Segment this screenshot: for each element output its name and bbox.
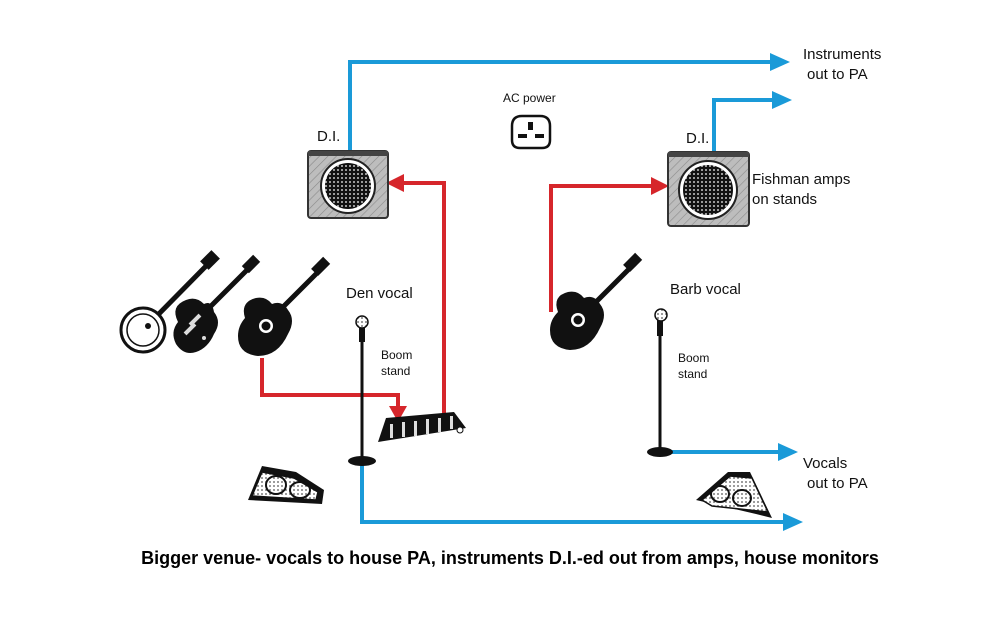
cable-guitar-to-pedalboard [260, 358, 400, 408]
arrowhead-vocals-barb [778, 443, 798, 461]
left-di-label: D.I. [317, 128, 341, 145]
arrowhead-instruments-right [772, 91, 792, 109]
electric-guitar-icon [173, 254, 261, 353]
cable-right-di-to-pa [712, 98, 772, 155]
right-di-label: D.I. [686, 130, 710, 147]
cable-den-vocal-to-pa [360, 464, 783, 524]
barb-microphone-icon [647, 308, 673, 457]
acoustic-guitar-icon [238, 256, 331, 356]
barb-vocal-label: Barb vocal [670, 281, 741, 298]
pedalboard-icon [378, 412, 466, 442]
left-floor-monitor-icon [248, 466, 324, 504]
den-vocal-label: Den vocal [346, 285, 413, 302]
instrument-cables [260, 174, 669, 422]
arrowhead-vocals-den [783, 513, 803, 531]
right-floor-monitor-icon [696, 472, 772, 518]
left-boom-stand-label: Boom stand [381, 348, 413, 378]
barb-acoustic-guitar-icon [550, 252, 643, 350]
left-amp-icon [307, 150, 389, 219]
arrowhead-right-amp [651, 177, 669, 195]
vocals-out-label: Vocals out to PA [803, 455, 868, 492]
right-boom-stand-label: Boom stand [678, 351, 710, 381]
cable-pedalboard-to-left-amp [403, 181, 446, 420]
banjo-icon [119, 250, 220, 354]
pa-cables [348, 53, 803, 531]
arrowhead-instruments-left [770, 53, 790, 71]
ac-power-label: AC power [503, 91, 556, 105]
fishman-amps-label: Fishman amps on stands [752, 171, 851, 208]
cable-barb-guitar-to-right-amp [549, 184, 652, 312]
right-amp-icon [667, 151, 750, 227]
diagram-caption: Bigger venue- vocals to house PA, instru… [141, 548, 879, 568]
den-microphone-icon [348, 315, 376, 466]
cable-left-di-to-pa [348, 60, 770, 152]
power-socket-icon [510, 114, 552, 150]
arrowhead-left-amp [386, 174, 404, 192]
instruments-out-label: Instruments out to PA [803, 46, 882, 83]
arrowhead-pedalboard [389, 406, 407, 422]
